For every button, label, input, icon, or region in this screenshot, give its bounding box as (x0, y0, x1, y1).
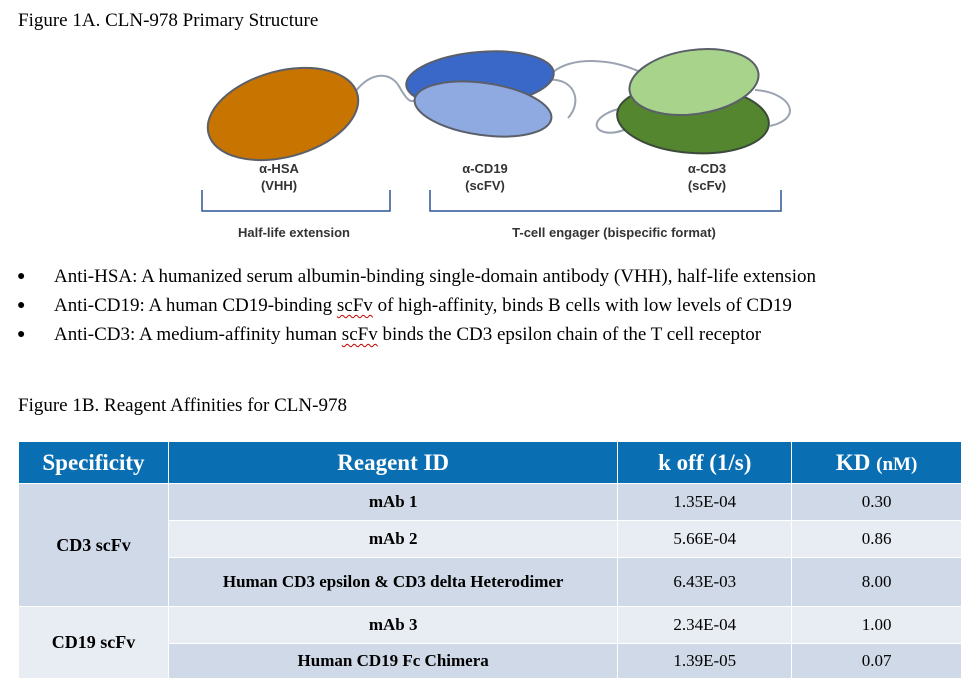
header-kd-unit: (nM) (876, 453, 918, 475)
bullet-text: Anti-HSA: A humanized serum albumin-bind… (54, 266, 816, 287)
cd3-label: α-CD3 (688, 161, 726, 176)
kd-cell: 0.07 (791, 643, 962, 679)
list-item: ●Anti-CD3: A medium-affinity human scFv … (0, 322, 979, 351)
koff-cell: 1.35E-04 (617, 483, 793, 521)
hsa-label: α-HSA (259, 161, 299, 176)
cd19-label: α-CD19 (462, 161, 508, 176)
hsa-domain-ellipse (206, 66, 360, 162)
figure-1a-title: Figure 1A. CLN-978 Primary Structure (18, 10, 319, 31)
domain-description-list: ● Anti-HSA: A humanized serum albumin-bin… (0, 264, 979, 351)
header-koff: k off (1/s) (617, 441, 793, 484)
half-life-label: Half-life extension (238, 225, 350, 240)
bullet-icon: ● (17, 327, 26, 342)
bullet-text-spellcheck: scFv (341, 324, 378, 345)
table-row: Human CD19 Fc Chimera 1.39E-05 0.07 (19, 643, 962, 679)
bullet-text-spellcheck: scFv (336, 295, 373, 316)
header-reagent-id: Reagent ID (167, 441, 619, 484)
cd3-format-label: (scFv) (688, 178, 726, 193)
specificity-cell: CD3 scFv (18, 483, 169, 607)
list-item: ● Anti-HSA: A humanized serum albumin-bin… (0, 264, 979, 293)
kd-cell: 1.00 (791, 606, 962, 644)
reagent-cell: mAb 1 (167, 483, 619, 521)
bullet-text-pre: Anti-CD19: A human CD19-binding (54, 295, 337, 316)
reagent-cell: Human CD19 Fc Chimera (167, 643, 619, 679)
figure-1b-title: Figure 1B. Reagent Affinities for CLN-97… (18, 395, 347, 416)
t-cell-engager-bracket (429, 190, 782, 212)
cd19-format-label: (scFV) (465, 178, 505, 193)
affinity-table: Specificity Reagent ID k off (1/s) KD (n… (18, 441, 962, 679)
linker-cd19-cd3 (552, 60, 641, 73)
table-row: CD19 scFv mAb 3 2.34E-04 1.00 (18, 606, 962, 679)
list-item: ● Anti-CD19: A human CD19-binding scFv of… (0, 293, 979, 322)
cd3-light-ellipse (628, 48, 760, 116)
linker-hsa-cd19 (354, 74, 419, 103)
half-life-bracket (201, 190, 391, 212)
linker-cd3-right (754, 89, 791, 127)
bullet-icon: ● (17, 298, 26, 313)
header-kd: KD (nM) (791, 441, 962, 484)
kd-cell: 8.00 (791, 557, 962, 607)
cd19-light-ellipse (413, 80, 553, 138)
reagent-cell: mAb 2 (167, 520, 619, 558)
bullet-icon: ● (17, 269, 26, 284)
kd-cell: 0.30 (791, 483, 962, 521)
reagent-cell: Human CD3 epsilon & CD3 delta Heterodime… (167, 557, 619, 607)
kd-cell: 0.86 (791, 520, 962, 558)
header-kd-label: KD (835, 449, 871, 475)
table-row: mAb 2 5.66E-04 0.86 (19, 520, 962, 558)
table-header-row: Specificity Reagent ID k off (1/s) KD (n… (18, 441, 962, 484)
koff-cell: 1.39E-05 (617, 643, 793, 679)
hsa-format-label: (VHH) (261, 178, 297, 193)
koff-cell: 5.66E-04 (617, 520, 793, 558)
table-row: CD3 scFv mAb 1 1.35E-04 0.30 (18, 483, 962, 607)
koff-cell: 2.34E-04 (617, 606, 793, 644)
reagent-cell: mAb 3 (167, 606, 619, 644)
specificity-cell: CD19 scFv (18, 606, 169, 679)
koff-cell: 6.43E-03 (617, 557, 793, 607)
t-cell-engager-label: T-cell engager (bispecific format) (512, 225, 716, 240)
header-specificity: Specificity (18, 441, 169, 484)
bullet-text-post: binds the CD3 epsilon chain of the T cel… (377, 324, 762, 345)
table-row: Human CD3 epsilon & CD3 delta Heterodime… (19, 557, 962, 607)
bullet-text-pre: Anti-CD3: A medium-affinity human (54, 324, 342, 345)
primary-structure-diagram: α-HSA (VHH) α-CD19 (scFV) α-CD3 (scFv) H… (201, 48, 791, 240)
bullet-text-post: of high-affinity, binds B cells with low… (372, 295, 792, 316)
